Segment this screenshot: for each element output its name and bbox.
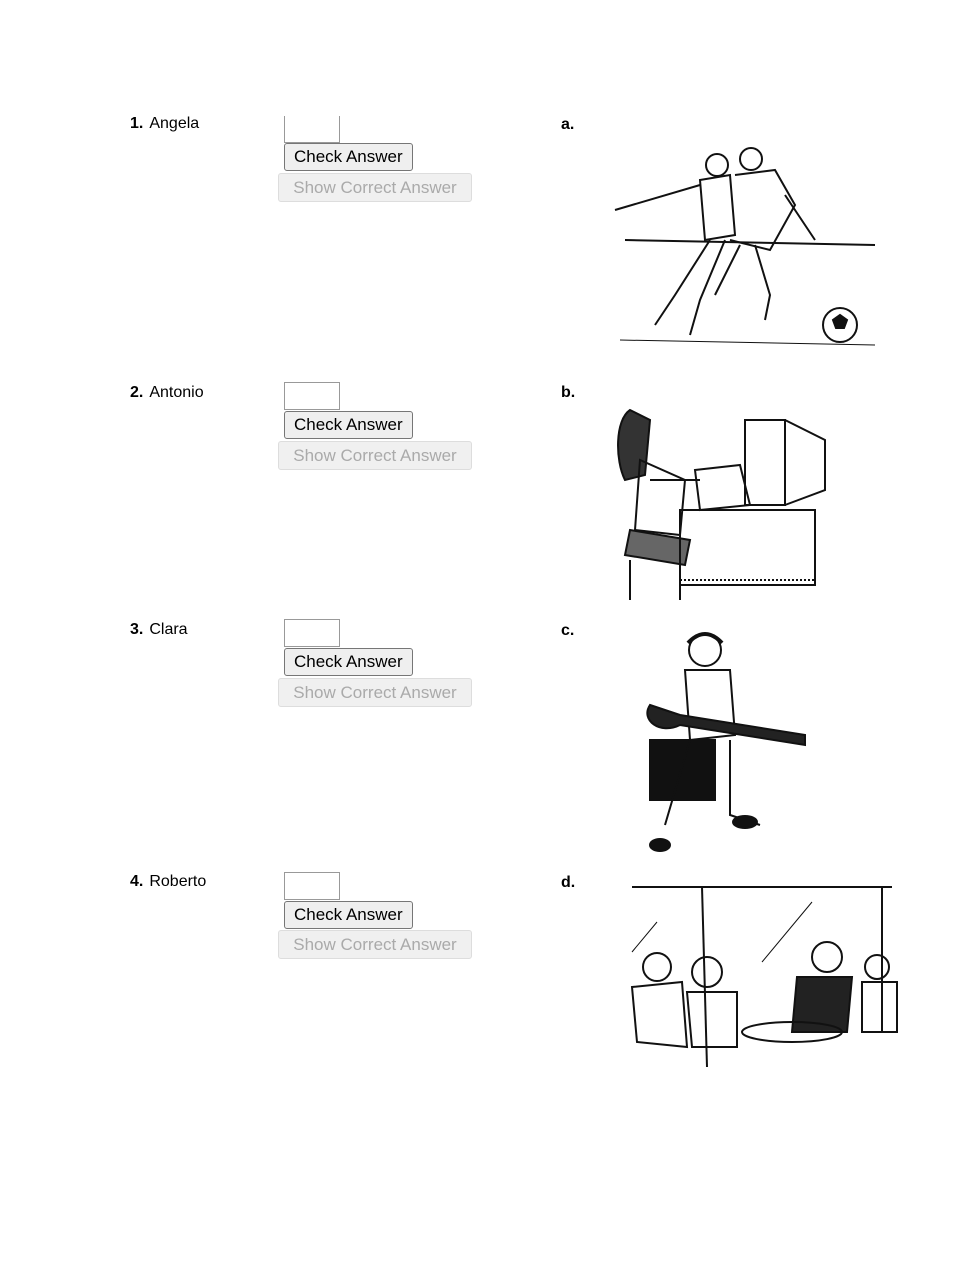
soccer-players-illustration — [614, 147, 876, 346]
show-correct-answer-button-4[interactable]: Show Correct Answer — [278, 930, 472, 959]
answer-input-1[interactable] — [284, 116, 340, 143]
item-4: 4.Roberto — [130, 873, 207, 890]
option-letter-c: c. — [561, 622, 575, 639]
show-correct-answer-button-3[interactable]: Show Correct Answer — [278, 678, 472, 707]
girl-at-computer-illustration — [617, 408, 826, 600]
option-letter-b: b. — [561, 384, 576, 401]
check-answer-button-2[interactable]: Check Answer — [284, 411, 413, 439]
check-answer-button-3[interactable]: Check Answer — [284, 648, 413, 676]
answer-input-4[interactable] — [284, 872, 340, 900]
item-3: 3.Clara — [130, 621, 188, 638]
item-1: 1.Angela — [130, 115, 200, 132]
answer-input-2[interactable] — [284, 382, 340, 410]
show-correct-answer-button-2[interactable]: Show Correct Answer — [278, 441, 472, 470]
answer-input-3[interactable] — [284, 619, 340, 647]
check-answer-button-4[interactable]: Check Answer — [284, 901, 413, 929]
show-correct-answer-button-1[interactable]: Show Correct Answer — [278, 173, 472, 202]
friends-at-cafe-illustration — [630, 886, 898, 1068]
check-answer-button-1[interactable]: Check Answer — [284, 143, 413, 171]
boy-playing-guitar-illustration — [646, 632, 806, 852]
item-2: 2.Antonio — [130, 384, 204, 401]
option-letter-a: a. — [561, 116, 575, 133]
option-letter-d: d. — [561, 874, 576, 891]
